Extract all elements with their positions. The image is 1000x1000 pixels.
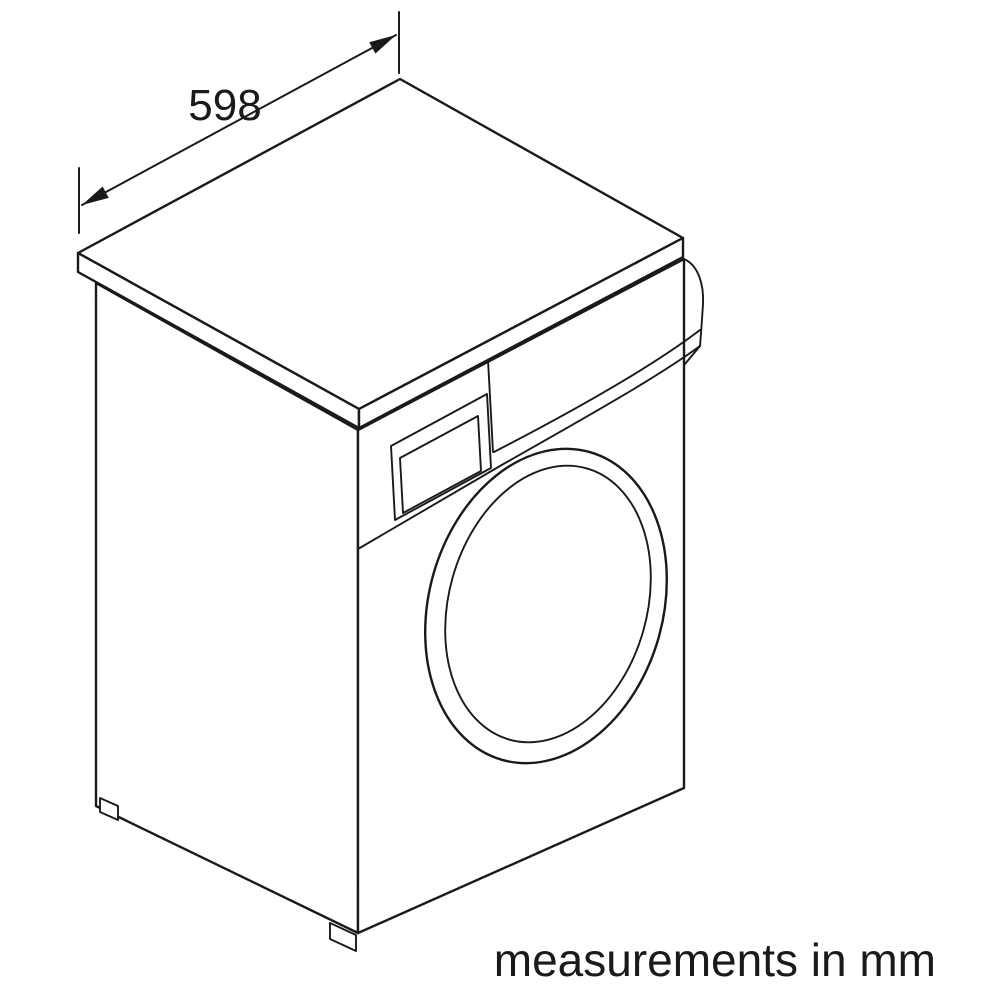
dimension-annotation: 598 bbox=[78, 11, 400, 234]
foot-left bbox=[99, 797, 119, 821]
control-fascia-right-curve bbox=[683, 258, 704, 347]
dimension-arrowhead-upper bbox=[369, 35, 396, 54]
dimension-arrowhead-lower bbox=[82, 186, 109, 205]
door bbox=[423, 447, 669, 765]
drawer-divider-line bbox=[487, 359, 494, 453]
display-window bbox=[399, 415, 482, 514]
door-outer-ring bbox=[423, 447, 669, 765]
control-fascia bbox=[357, 258, 704, 550]
control-fascia-bottom-line bbox=[357, 345, 701, 550]
caption-text: measurements in mm bbox=[494, 934, 936, 986]
washing-machine-drawing bbox=[76, 77, 704, 952]
foot-front bbox=[329, 922, 357, 952]
dimension-label: 598 bbox=[188, 81, 261, 130]
top-panel-edge-right bbox=[357, 236, 685, 430]
door-rim bbox=[444, 464, 652, 744]
control-fascia-crease-line bbox=[493, 329, 701, 453]
control-fascia-corner-line bbox=[684, 345, 701, 365]
dimension-line bbox=[81, 34, 397, 206]
